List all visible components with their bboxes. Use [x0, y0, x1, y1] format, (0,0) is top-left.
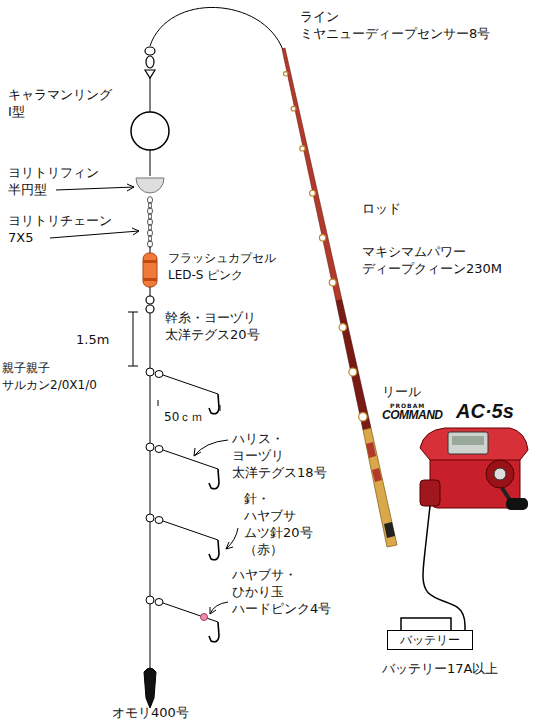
part-label: 針・ハヤブサ ムツ針20号（赤） — [244, 490, 313, 558]
part-label: ヨリトリチェーン 7X5 — [8, 212, 112, 246]
brand-logo: AC·5s — [456, 400, 514, 422]
part-label: 親子親子 サルカン2/0X1/0 — [2, 360, 97, 394]
sinker — [144, 662, 156, 708]
main-line — [150, 7, 283, 50]
dimension-label: 50ｃｍ — [164, 409, 203, 426]
dimension-label: 1.5m — [76, 331, 109, 348]
part-label: マキシマムパワー ディープクィーン230M — [362, 243, 502, 277]
part-label: フラッシュカプセル LED-S ピンク — [168, 250, 276, 284]
leader — [50, 184, 238, 614]
swivel — [145, 47, 155, 78]
line — [150, 150, 151, 176]
line — [150, 78, 151, 112]
part-label: リール — [382, 383, 421, 400]
part-label: キャラマンリング Ⅰ型 — [8, 86, 112, 120]
swivel — [146, 296, 154, 313]
half-fin — [136, 178, 164, 193]
brand-logo: PROBAM — [390, 402, 425, 409]
chain — [148, 197, 153, 248]
part-label: ハヤブサ・ひかり玉 ハードピンク4号 — [232, 566, 331, 617]
part-label: ヨリトリフィン 半円型 — [8, 164, 99, 198]
dimension — [158, 400, 220, 411]
branches — [146, 368, 219, 642]
electric-reel — [420, 428, 528, 510]
rod-guides — [283, 72, 367, 421]
box-text: バッテリー — [400, 632, 460, 648]
part-label: オモリ400号 — [112, 704, 189, 721]
battery-box: バッテリー — [387, 630, 473, 650]
ring — [131, 112, 169, 150]
brand-logo: COMMAND — [382, 408, 443, 422]
part-label: バッテリー17A以上 — [382, 660, 498, 677]
trunk-line — [150, 313, 151, 662]
power-cable — [423, 506, 465, 630]
part-label: ハリス・ヨーヅリ 太洋テグス18号 — [232, 430, 327, 481]
flash-capsule — [143, 246, 157, 296]
battery-clip — [401, 618, 451, 630]
line-label: ライン ミヤニューディープセンサー8号 — [300, 8, 490, 42]
part-label: 幹糸・ヨーヅリ 太洋テグス20号 — [165, 309, 260, 343]
part-label: ロッド — [362, 200, 401, 217]
dimension — [128, 312, 138, 366]
